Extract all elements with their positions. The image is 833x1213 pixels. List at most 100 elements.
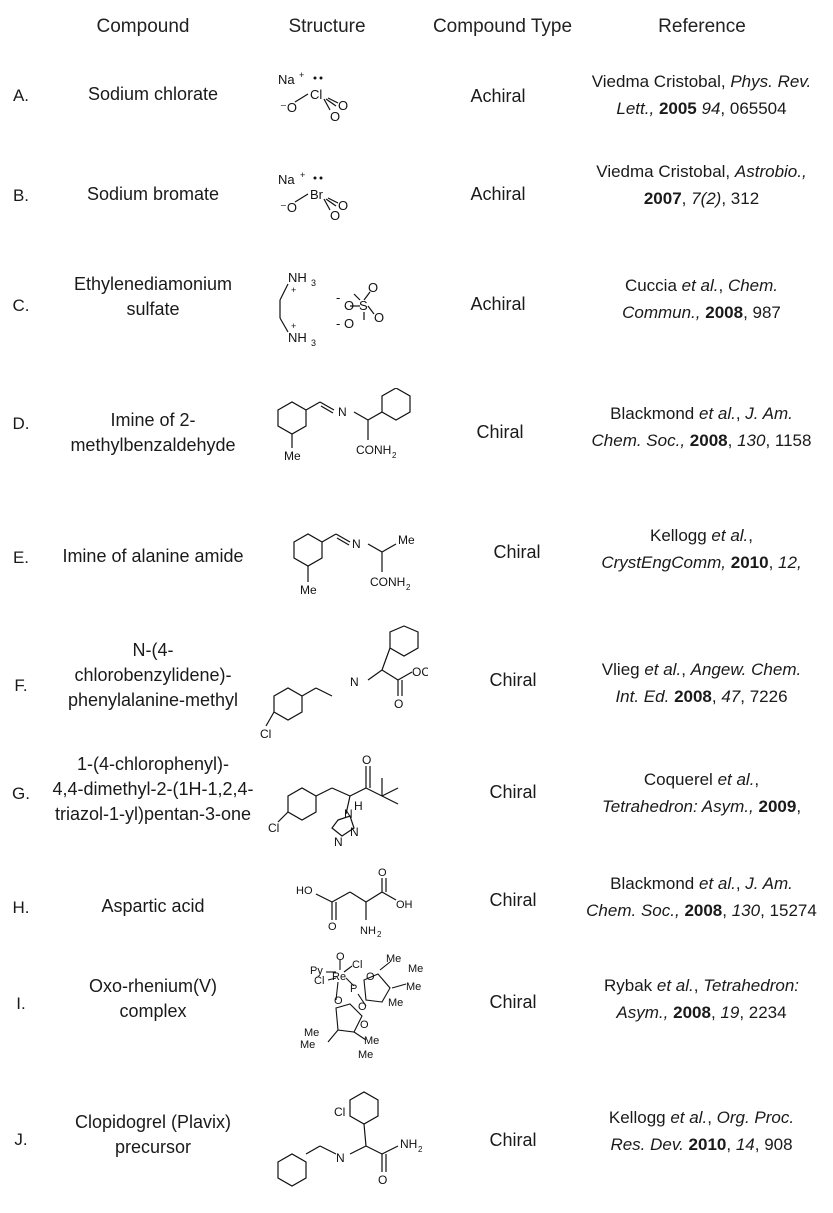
svg-text:N: N	[336, 1151, 345, 1165]
svg-text:Br: Br	[310, 187, 324, 202]
compound-type: Chiral	[489, 782, 537, 802]
svg-text:Me: Me	[364, 1035, 379, 1047]
compound-name: 1-(4-chlorophenyl)-4,4-dimethyl-2-(1H-1,…	[52, 754, 254, 824]
svg-text:2: 2	[392, 451, 397, 460]
svg-text:OCH: OCH	[412, 665, 428, 679]
svg-text:S: S	[359, 298, 368, 313]
svg-text:N: N	[350, 675, 359, 689]
table-row: F. N-(4-chlorobenzylidene)-phenylalanine…	[0, 618, 833, 744]
compound-type: Chiral	[476, 422, 524, 442]
svg-text:O: O	[334, 995, 343, 1007]
compound-type: Achiral	[470, 184, 526, 204]
row-letter: I.	[16, 994, 26, 1013]
svg-text:+: +	[299, 72, 304, 80]
svg-text:O: O	[378, 1173, 387, 1187]
svg-text:CONH: CONH	[356, 443, 391, 457]
svg-text:Cl: Cl	[314, 975, 324, 987]
reference: Viedma Cristobal, Astrobio., 2007, 7(2),…	[596, 162, 807, 208]
svg-text:O: O	[330, 208, 340, 220]
svg-text:Me: Me	[300, 1039, 315, 1051]
compound-type: Achiral	[470, 294, 526, 314]
svg-text:O: O	[378, 868, 387, 879]
compound-name: Clopidogrel (Plavix)precursor	[74, 1112, 232, 1157]
svg-text:CONH: CONH	[370, 575, 405, 589]
table-row: G. 1-(4-chlorophenyl)-4,4-dimethyl-2-(1H…	[0, 748, 833, 858]
compound-name: Sodium bromate	[86, 184, 220, 204]
svg-text:+: +	[300, 170, 305, 180]
svg-text:⁻O: ⁻O	[280, 100, 297, 115]
row-letter: B.	[12, 186, 30, 205]
svg-text:⁻O: ⁻O	[280, 200, 297, 215]
svg-text:3: 3	[311, 338, 316, 346]
svg-text:O: O	[366, 971, 375, 983]
svg-text:+: +	[291, 285, 296, 295]
svg-text:Me: Me	[300, 583, 317, 597]
reference: Kellogg et al., CrystEngComm, 2010, 12,	[601, 526, 802, 572]
svg-text:H: H	[354, 799, 363, 813]
row-letter: E.	[12, 548, 30, 567]
svg-text:O: O	[328, 921, 337, 933]
row-letter: F.	[14, 676, 28, 695]
svg-text:O: O	[358, 1001, 367, 1013]
svg-text:2: 2	[377, 930, 382, 938]
svg-text:Cl: Cl	[260, 727, 271, 741]
svg-text:NH: NH	[400, 1137, 417, 1151]
structure-drawing: NOCH3 OCl	[260, 625, 428, 741]
svg-text:P: P	[350, 983, 357, 995]
compound-name: N-(4-chlorobenzylidene)-phenylalanine-me…	[67, 640, 239, 710]
svg-text:Me: Me	[388, 997, 403, 1009]
svg-text:-: -	[336, 316, 340, 331]
svg-text:Re: Re	[332, 971, 346, 983]
svg-text:Me: Me	[284, 449, 301, 463]
svg-text:Me: Me	[406, 981, 421, 993]
row-letter: A.	[12, 86, 30, 105]
compound-type: Chiral	[489, 992, 537, 1012]
compound-name: Sodium chlorate	[87, 84, 219, 104]
svg-text:Cl: Cl	[268, 821, 279, 835]
svg-text:Me: Me	[386, 953, 401, 965]
svg-text:Me: Me	[358, 1049, 373, 1061]
svg-text:O: O	[368, 280, 378, 295]
compound-type: Chiral	[493, 542, 541, 562]
svg-text:Cl: Cl	[334, 1105, 345, 1119]
svg-text:O: O	[362, 753, 371, 767]
row-letter: H.	[12, 898, 30, 917]
svg-text:O: O	[344, 298, 354, 313]
row-letter: J.	[14, 1130, 28, 1149]
svg-text:Me: Me	[304, 1027, 319, 1039]
svg-text:Cl: Cl	[310, 87, 322, 102]
reference: Blackmond et al., J. Am. Chem. Soc., 200…	[591, 404, 812, 450]
header-compound-type: Compound Type	[432, 16, 573, 37]
svg-text:O: O	[360, 1019, 369, 1031]
svg-text:N: N	[334, 835, 343, 849]
svg-text:Me: Me	[398, 533, 415, 547]
svg-text:Na: Na	[278, 172, 295, 187]
compound-type: Chiral	[489, 1130, 537, 1150]
reference: Blackmond et al., J. Am. Chem. Soc., 200…	[586, 874, 817, 920]
compound-type: Chiral	[489, 670, 537, 690]
structure-drawing: OH NNN Cl	[268, 753, 399, 849]
header-structure: Structure	[288, 16, 366, 37]
svg-text:2: 2	[406, 583, 411, 592]
svg-text:Me: Me	[408, 963, 423, 975]
compound-type: Chiral	[489, 890, 537, 910]
svg-text:Py: Py	[310, 965, 323, 977]
svg-text:O: O	[336, 951, 345, 963]
reference: Kellogg et al., Org. Proc. Res. Dev. 201…	[608, 1108, 795, 1154]
compound-name: Oxo-rhenium(V)complex	[88, 976, 218, 1021]
reference: Coquerel et al., Tetrahedron: Asym., 200…	[601, 770, 802, 816]
svg-text:NH: NH	[360, 925, 376, 937]
svg-text:2: 2	[418, 1145, 423, 1154]
svg-text:N: N	[350, 825, 359, 839]
